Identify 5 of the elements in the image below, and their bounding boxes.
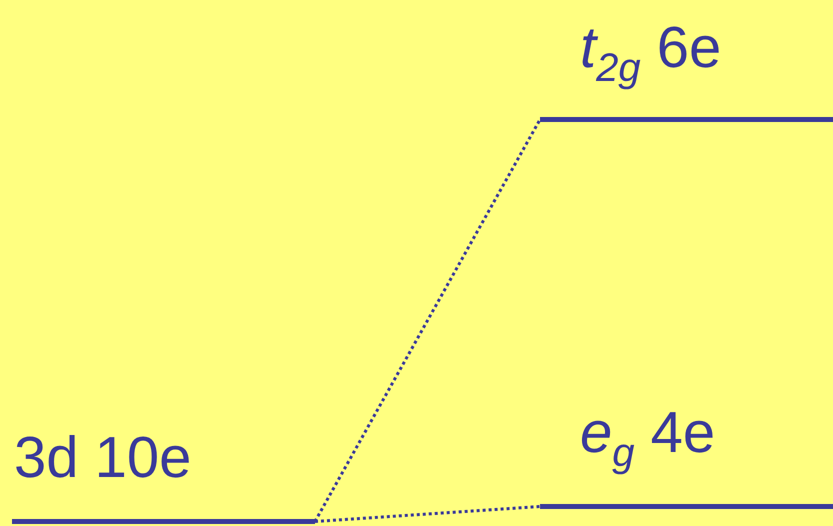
level-label: t$_{2g}$ 6e: [580, 16, 722, 92]
connector-line: [314, 118, 542, 522]
level-label: e$_{g}$ 4e: [580, 401, 716, 477]
connector-line: [314, 505, 540, 523]
level-label: 3d 10e: [14, 426, 192, 490]
